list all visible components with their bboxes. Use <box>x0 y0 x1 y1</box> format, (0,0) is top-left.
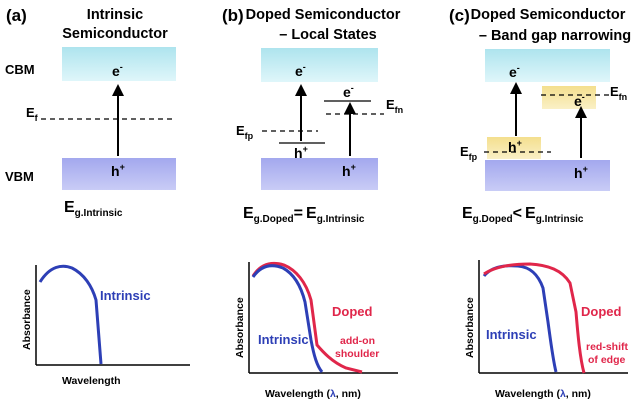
panel-a-cbm-label: CBM <box>5 62 35 77</box>
panel-b-label: (b) <box>222 6 244 25</box>
panel-c-electron-cb: e- <box>509 63 520 80</box>
panel-c-title-line1: Doped Semiconductor <box>471 7 626 23</box>
panel-b-electron-cb: e- <box>295 62 306 79</box>
panel-a-ef-label: Ef <box>26 105 39 123</box>
panel-c-donor-band <box>542 86 596 109</box>
panel-c-label: (c) <box>449 6 470 25</box>
panel-b-conduction-band <box>261 48 378 82</box>
panel-b-spectrum: Absorbance Wavelength (λ, nm) Intrinsic … <box>234 261 398 400</box>
panel-c: (c) Doped Semiconductor – Band gap narro… <box>449 6 631 400</box>
panel-a-label: (a) <box>6 6 27 25</box>
panel-b: (b) Doped Semiconductor – Local States E… <box>222 6 403 400</box>
panel-a-title-line1: Intrinsic <box>87 7 143 23</box>
panel-b-note-line2: shoulder <box>335 348 379 360</box>
panel-c-hole-vb: h+ <box>574 164 588 181</box>
panel-b-doped-label: Doped <box>332 304 373 319</box>
panel-c-note-line1: red-shift <box>586 341 629 353</box>
panel-b-title-line1: Doped Semiconductor <box>246 7 401 23</box>
panel-a-x-axis-label: Wavelength <box>62 375 121 387</box>
panel-c-title-line2: – Band gap narrowing <box>479 28 631 44</box>
panel-b-y-axis-label: Absorbance <box>234 297 246 358</box>
panel-b-bandgap-equation: Eg.Doped=Eg.Intrinsic <box>243 205 365 225</box>
panel-b-hole-state: h+ <box>294 144 308 161</box>
panel-a-intrinsic-curve <box>38 264 103 365</box>
panel-b-hole-vb: h+ <box>342 162 356 179</box>
panel-b-valence-band <box>261 158 378 190</box>
panel-b-x-axis-label: Wavelength (λ, nm) <box>265 388 361 400</box>
panel-a-bandgap-label: Eg.Intrinsic <box>64 199 123 219</box>
panel-a-y-axis-label: Absorbance <box>21 289 33 350</box>
panel-a-hole: h+ <box>111 162 125 179</box>
panel-a-title-line2: Semiconductor <box>62 26 168 42</box>
panel-c-efp-label: Efp <box>460 144 478 162</box>
panel-a-intrinsic-label: Intrinsic <box>100 288 151 303</box>
panel-a-conduction-band <box>62 47 176 81</box>
panel-b-intrinsic-label: Intrinsic <box>258 332 309 347</box>
panel-c-electron-band: e- <box>574 92 585 109</box>
panel-c-bandgap-equation: Eg.Doped<Eg.Intrinsic <box>462 205 584 225</box>
panel-a: (a) Intrinsic Semiconductor CBM VBM Ef e… <box>5 6 190 387</box>
panel-c-doped-label: Doped <box>581 304 622 319</box>
panel-b-intrinsic-curve <box>251 264 324 373</box>
panel-c-intrinsic-curve <box>482 264 558 373</box>
panel-b-doped-curve <box>251 261 363 374</box>
panel-c-acceptor-band <box>487 137 541 159</box>
panel-c-hole-band: h+ <box>508 138 522 155</box>
panel-c-doped-curve <box>483 262 586 374</box>
panel-b-electron-state: e- <box>343 83 354 100</box>
panel-c-note-line2: of edge <box>588 354 625 366</box>
panel-c-conduction-band <box>485 49 610 82</box>
panel-a-vbm-label: VBM <box>5 169 34 184</box>
panel-c-spectrum: Absorbance Wavelength (λ, nm) Intrinsic … <box>464 260 629 400</box>
panel-a-spectrum: Absorbance Wavelength Intrinsic <box>21 264 190 387</box>
panel-a-valence-band <box>62 158 176 190</box>
panel-b-efn-label: Efn <box>386 97 403 115</box>
panel-a-electron: e- <box>112 62 123 79</box>
panel-c-valence-band <box>485 160 610 191</box>
panel-c-x-axis-label: Wavelength (λ, nm) <box>495 388 591 400</box>
panel-b-note-line1: add-on <box>340 335 375 347</box>
panel-b-title-line2: – Local States <box>279 27 377 43</box>
panel-b-efp-label: Efp <box>236 123 254 141</box>
panel-c-y-axis-label: Absorbance <box>464 297 476 358</box>
panel-c-efn-label: Efn <box>610 84 627 102</box>
panel-c-intrinsic-label: Intrinsic <box>486 327 537 342</box>
